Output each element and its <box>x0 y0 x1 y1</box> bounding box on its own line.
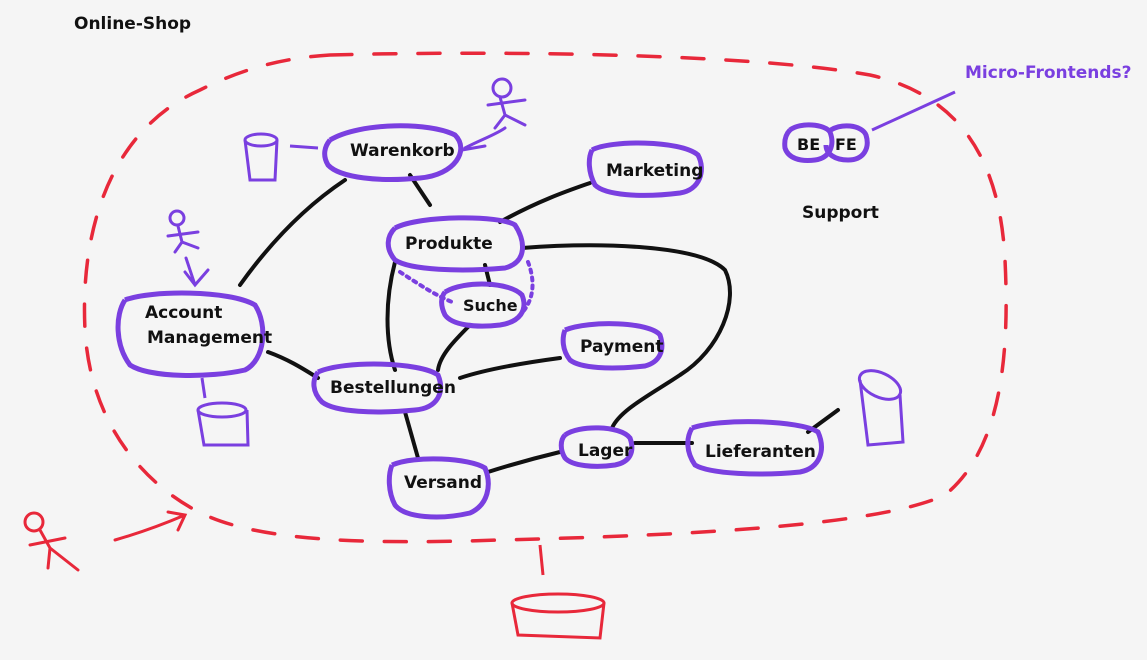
label-marketing: Marketing <box>606 161 703 181</box>
diagram-title: Online-Shop <box>74 14 192 34</box>
node-suche[interactable] <box>439 281 527 329</box>
database-icon <box>196 377 250 447</box>
label-warenkorb: Warenkorb <box>350 141 455 161</box>
node-account[interactable] <box>115 290 266 378</box>
node-lager[interactable] <box>558 425 635 469</box>
external-database-icon <box>510 544 606 640</box>
label-fe: FE <box>835 135 857 154</box>
entry-arrow <box>113 510 188 542</box>
label-be: BE <box>797 135 820 154</box>
user-icon <box>166 209 210 288</box>
external-user-icon <box>23 511 80 572</box>
label-suche: Suche <box>463 296 518 315</box>
label-versand: Versand <box>404 473 482 493</box>
label-lieferanten: Lieferanten <box>705 442 816 462</box>
node-versand[interactable] <box>386 456 491 520</box>
annotation-micro-frontends: Micro-Frontends? <box>965 63 1132 83</box>
node-bestellungen[interactable] <box>311 361 444 415</box>
node-marketing[interactable] <box>586 140 704 198</box>
shop-boundary <box>82 51 1008 544</box>
label-account-line1: Account <box>145 303 222 323</box>
user-icon <box>460 77 527 152</box>
node-fe[interactable] <box>823 123 870 163</box>
label-produkte: Produkte <box>405 234 493 254</box>
edges <box>238 173 840 474</box>
node-lieferanten[interactable] <box>685 419 824 477</box>
annotation-line <box>871 90 956 132</box>
node-be[interactable] <box>782 122 835 163</box>
label-bestellungen: Bestellungen <box>330 378 456 398</box>
database-icon <box>857 369 905 447</box>
label-lager: Lager <box>578 441 633 461</box>
node-payment[interactable] <box>560 321 665 371</box>
label-support: Support <box>802 203 879 223</box>
node-warenkorb[interactable] <box>322 123 464 182</box>
label-account-line2: Management <box>147 328 272 348</box>
label-payment: Payment <box>580 337 664 357</box>
database-icon <box>243 132 319 182</box>
node-produkte[interactable] <box>385 215 526 273</box>
